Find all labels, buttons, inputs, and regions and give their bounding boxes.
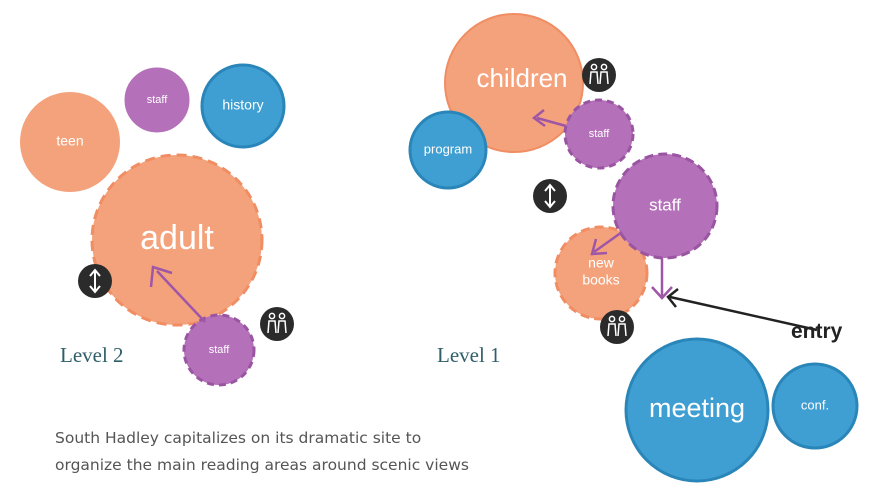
restroom-icon: [600, 310, 634, 344]
children-label: children: [476, 63, 567, 93]
children-bubble: children: [444, 13, 584, 153]
staff-bubble-level2-top: staff: [121, 64, 193, 136]
staff-bubble-level1-small: staff: [563, 98, 635, 170]
program-bubble: program: [408, 110, 488, 190]
level-2-label: Level 2: [60, 343, 124, 367]
elevator-icon: [78, 264, 112, 298]
history-label: history: [222, 97, 263, 113]
level-1-label: Level 1: [437, 343, 501, 367]
restroom-icon: [582, 58, 616, 92]
teen-bubble: teen: [20, 92, 120, 192]
adult-bubble: adult: [90, 153, 264, 327]
staff-label: staff: [147, 94, 169, 106]
level-1-diagram: meeting conf. children program new books…: [408, 13, 859, 483]
conf-bubble: conf.: [771, 362, 859, 450]
staff-label: staff: [589, 128, 611, 140]
flow-arrow-staff-to-adult: [149, 265, 206, 323]
level-2-diagram: adult teen staff history staff: [20, 63, 294, 387]
new-books-label-line1: new: [588, 255, 615, 271]
meeting-bubble: meeting: [624, 337, 770, 483]
entry-label: entry: [791, 320, 843, 343]
caption-line-2: organize the main reading areas around s…: [55, 456, 469, 474]
new-books-bubble: new books: [553, 225, 649, 321]
flow-arrow-staff-down: [651, 258, 673, 300]
staff-label: staff: [649, 195, 681, 214]
staff-bubble-level2-bottom: staff: [182, 313, 256, 387]
restroom-icon: [260, 307, 294, 341]
teen-label: teen: [56, 133, 83, 149]
caption-line-1: South Hadley capitalizes on its dramatic…: [55, 429, 422, 447]
flow-arrow-staff-to-children: [531, 109, 567, 128]
history-bubble: history: [200, 63, 286, 149]
caption: South Hadley capitalizes on its dramatic…: [55, 425, 615, 479]
program-label: program: [424, 141, 472, 156]
conf-label: conf.: [801, 397, 829, 412]
flow-arrow-staff-to-new-books: [590, 230, 623, 256]
meeting-label: meeting: [649, 393, 745, 423]
staff-label: staff: [209, 344, 231, 356]
new-books-label-line2: books: [582, 272, 619, 288]
adult-label: adult: [140, 219, 214, 257]
staff-bubble-level1-large: staff: [611, 152, 719, 260]
entry-arrow: [666, 288, 818, 332]
elevator-icon: [533, 179, 567, 213]
